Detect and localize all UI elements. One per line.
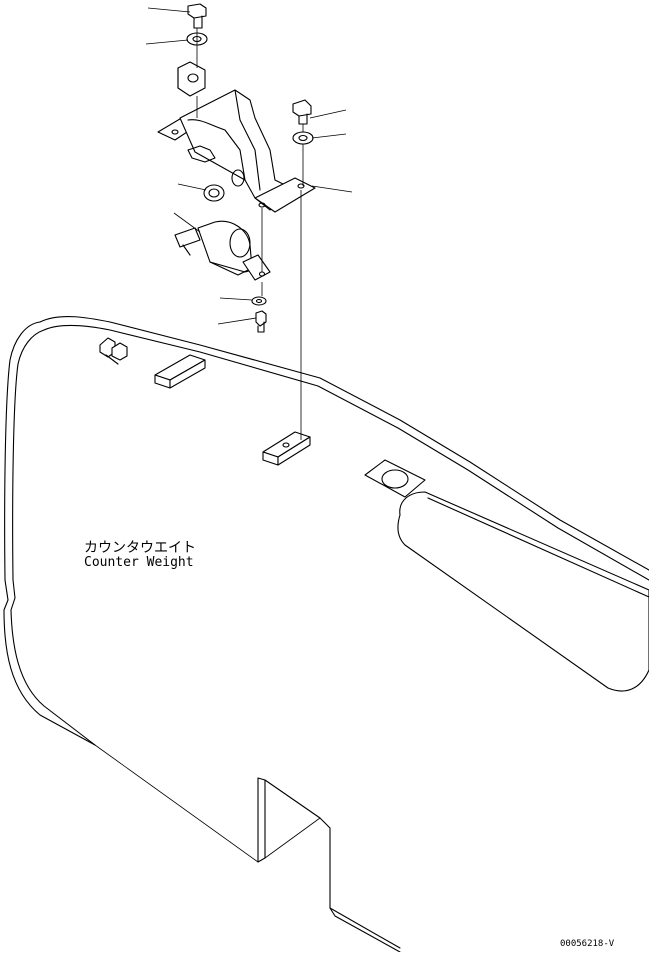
bolt-lower [255, 310, 267, 333]
drawing-number: 00056218-V [560, 939, 615, 949]
grommet [203, 184, 225, 202]
washer-right [292, 131, 314, 145]
counter-weight-body [3, 316, 649, 953]
assembly-lines [196, 28, 304, 440]
leader-lines [145, 7, 353, 325]
bolt-top-left [187, 3, 207, 29]
part-name-jp: カウンタウエイト [84, 540, 196, 556]
lamp-unit [174, 220, 271, 281]
washer-lower [251, 296, 267, 306]
clip-bracket [99, 337, 128, 365]
mounting-block-left [154, 354, 206, 389]
small-bracket [177, 61, 206, 97]
part-name-en: Counter Weight [84, 555, 194, 570]
mounting-block-right [262, 431, 311, 466]
main-bracket [157, 89, 316, 213]
bolt-right [292, 99, 312, 125]
